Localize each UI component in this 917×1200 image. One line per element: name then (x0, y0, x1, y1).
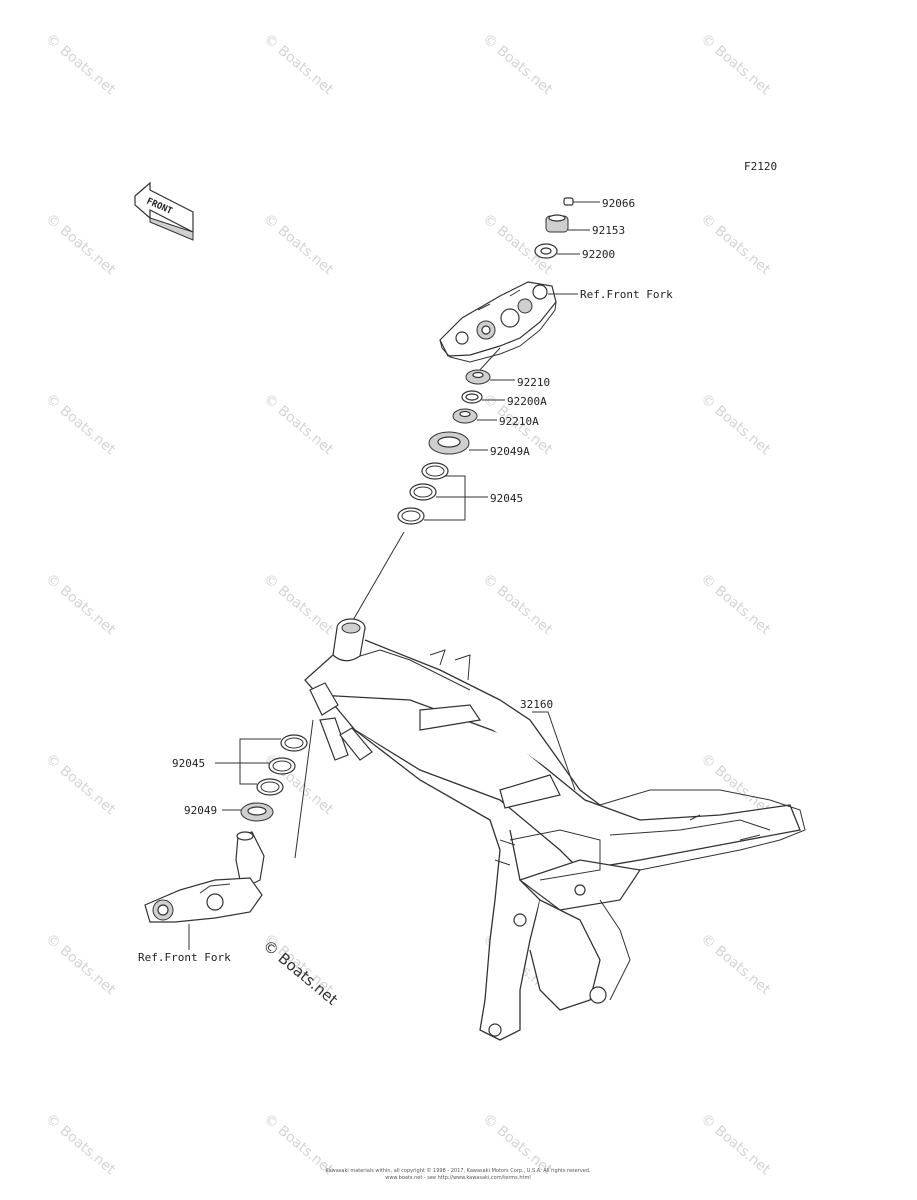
watermark-text: © Boats.net (42, 1111, 118, 1178)
part-92045-lower-shape (215, 734, 308, 796)
part-92200A-shape (461, 390, 505, 404)
watermark-text: © Boats.net (260, 391, 336, 458)
part-92210-shape (465, 369, 515, 385)
watermark-text: © Boats.net (697, 211, 773, 278)
watermark-text: © Boats.net (697, 31, 773, 98)
watermark-text: © Boats.net (42, 571, 118, 638)
label-92210A: 92210A (499, 415, 539, 428)
part-92066-shape (563, 197, 600, 206)
watermark-text: © Boats.net (697, 931, 773, 998)
watermark-text: © Boats.net (42, 211, 118, 278)
part-92049A-shape (428, 431, 488, 455)
label-92045-lower: 92045 (172, 757, 205, 770)
label-92200: 92200 (582, 248, 615, 261)
lower-triple-clamp (144, 831, 265, 950)
label-92049A: 92049A (490, 445, 530, 458)
part-92210A-shape (452, 408, 497, 424)
label-92200A: 92200A (507, 395, 547, 408)
watermark-text: © Boats.net (697, 1111, 773, 1178)
watermark-text: © Boats.net (42, 391, 118, 458)
frame-32160 (304, 618, 806, 1041)
watermark-text: © Boats.net (697, 751, 773, 818)
axis-line-lower (294, 719, 314, 859)
label-92210: 92210 (517, 376, 550, 389)
front-arrow-icon: FRONT (134, 181, 194, 241)
axis-line-head (351, 531, 405, 623)
part-92049-shape (222, 802, 274, 822)
label-92045-upper: 92045 (490, 492, 523, 505)
center-watermark: © Boats.net (259, 936, 341, 1009)
diagram-code: F2120 (744, 160, 777, 173)
part-92153-shape (545, 214, 590, 233)
footer-url: www.boats.net - see http://www.kawasaki.… (385, 1175, 531, 1181)
watermark-text: © Boats.net (260, 211, 336, 278)
watermark-text: © Boats.net (479, 571, 555, 638)
watermark-text: © Boats.net (697, 391, 773, 458)
axis-line-upper (477, 347, 501, 373)
label-32160: 32160 (520, 698, 553, 711)
label-92153: 92153 (592, 224, 625, 237)
upper-triple-clamp (439, 281, 578, 363)
label-92049: 92049 (184, 804, 217, 817)
footer-copyright: Kawasaki materials within, all copyright… (325, 1167, 591, 1174)
watermark-text: © Boats.net (260, 31, 336, 98)
watermark-text: © Boats.net (697, 571, 773, 638)
part-92045-upper-shape (397, 462, 488, 525)
watermark-text: © Boats.net (479, 31, 555, 98)
watermark-text: © Boats.net (260, 571, 336, 638)
label-ref-front-fork-bottom: Ref.Front Fork (138, 951, 231, 964)
label-92066: 92066 (602, 197, 635, 210)
watermark-text: © Boats.net (42, 931, 118, 998)
label-ref-front-fork-top: Ref.Front Fork (580, 288, 673, 301)
watermark-text: © Boats.net (42, 31, 118, 98)
watermark-text: © Boats.net (42, 751, 118, 818)
part-92200-shape (534, 243, 580, 259)
